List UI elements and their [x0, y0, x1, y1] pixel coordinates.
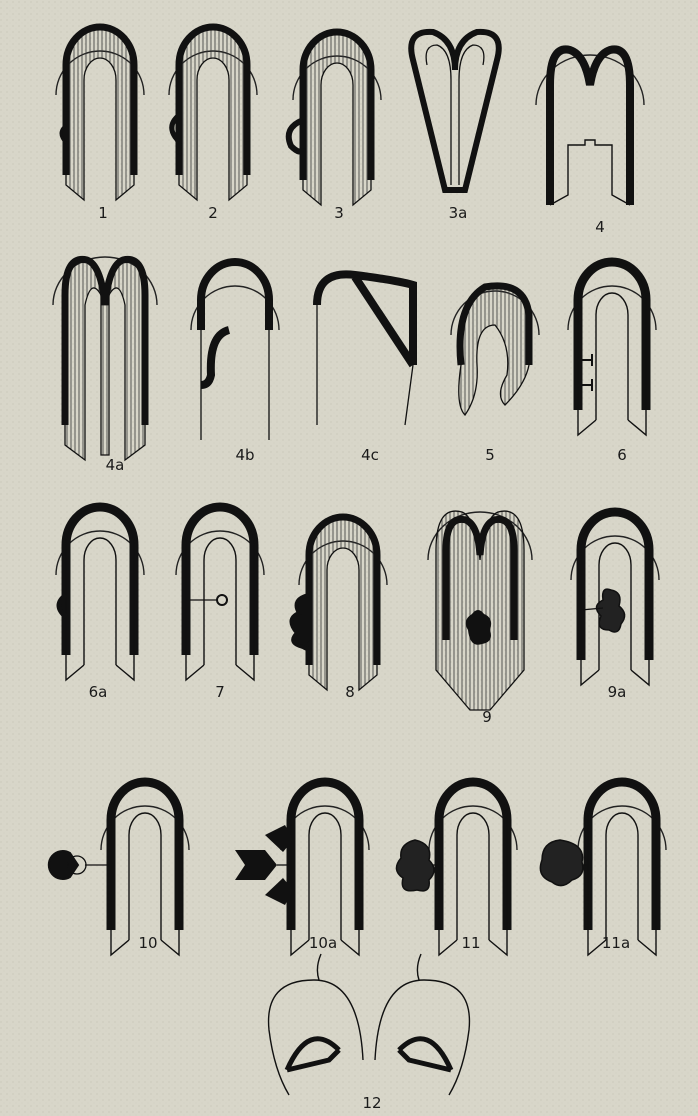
- figure-label: 10: [138, 934, 157, 952]
- figure-label: 1: [98, 204, 108, 222]
- figure-label: 5: [485, 446, 495, 464]
- figure-label: 10a: [309, 934, 337, 952]
- figure-label: 4a: [106, 456, 125, 474]
- figure-label: 11a: [602, 934, 630, 952]
- figure-4a: [53, 257, 157, 460]
- figure-label: 9a: [608, 683, 627, 701]
- figure-label: 4c: [361, 446, 379, 464]
- figure-label: 6: [617, 446, 627, 464]
- figure-label: 4b: [235, 446, 254, 464]
- figure-label: 9: [482, 708, 492, 726]
- figure-label: 2: [208, 204, 218, 222]
- figure-label: 8: [345, 683, 355, 701]
- figure-label: 3: [334, 204, 344, 222]
- figure-label: 4: [595, 218, 605, 236]
- figure-label: 12: [362, 1094, 381, 1112]
- figure-label: 11: [461, 934, 480, 952]
- figure-label: 6a: [89, 683, 108, 701]
- figure-label: 3a: [449, 204, 468, 222]
- figure-label: 7: [215, 683, 225, 701]
